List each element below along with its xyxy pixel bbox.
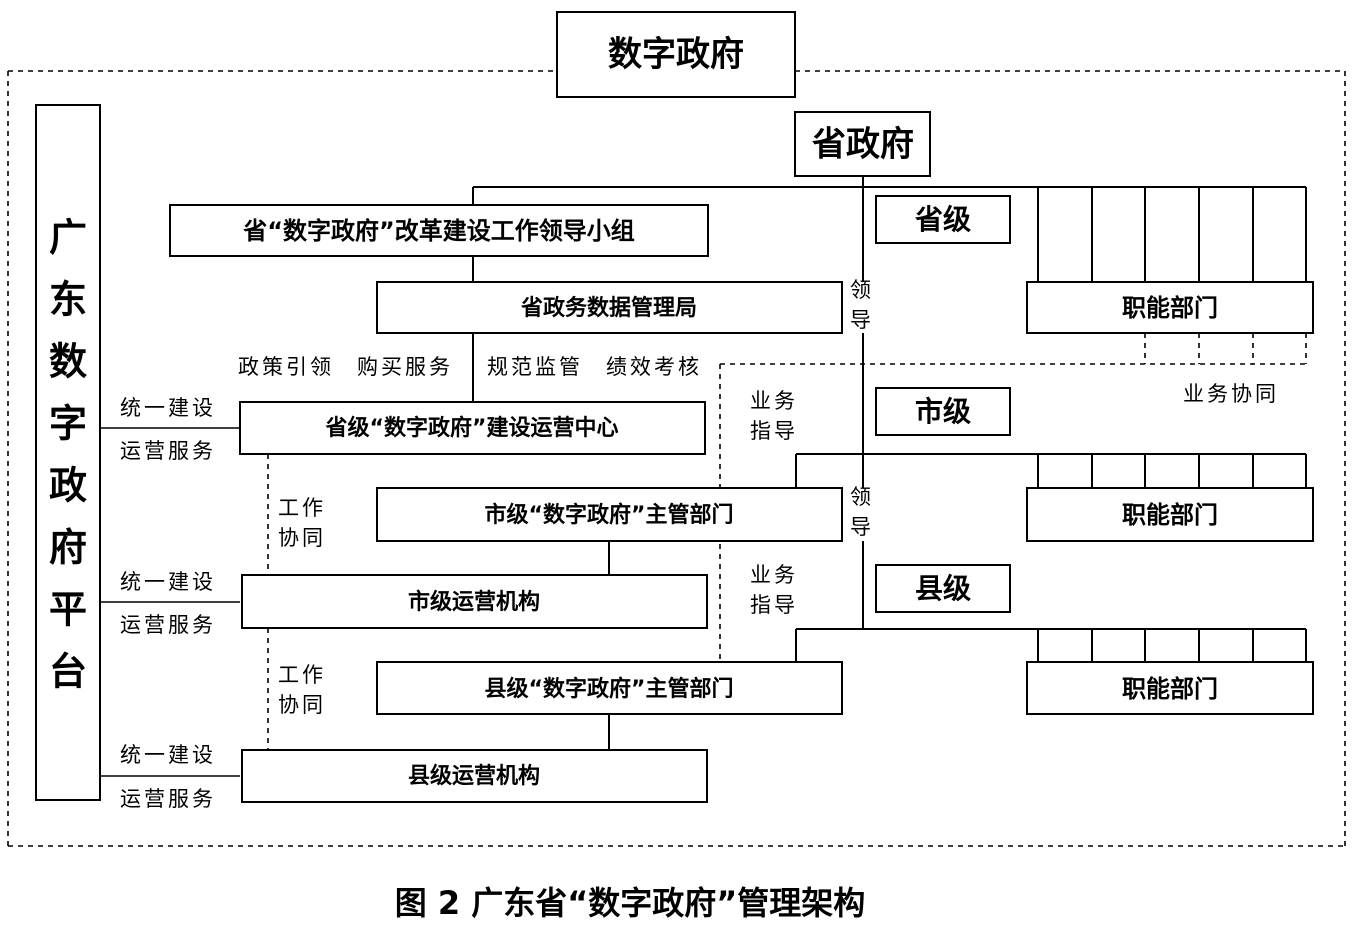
- note-lead-2: 导: [850, 308, 874, 332]
- note-lead-1: 领: [850, 485, 874, 509]
- platform-char: 平: [49, 588, 87, 632]
- level-county-label: 县级: [915, 572, 971, 605]
- title-box: [556, 11, 796, 98]
- platform-char: 广: [49, 216, 87, 260]
- province-center-box: [239, 401, 706, 455]
- note-guide: 指导: [750, 419, 798, 443]
- note-lead-1: 领: [850, 278, 874, 302]
- note-regulate: 规范监管: [487, 355, 583, 379]
- level-city-label: 市级: [915, 395, 971, 428]
- functional-dept-label: 职能部门: [1122, 294, 1218, 322]
- note-purchase: 购买服务: [357, 355, 453, 379]
- note-collab: 协同: [278, 526, 326, 550]
- note-guide: 指导: [750, 593, 798, 617]
- platform-char: 字: [49, 402, 87, 446]
- figure-caption: 图 2 广东省“数字政府”管理架构: [395, 884, 866, 922]
- platform-box: [35, 104, 101, 801]
- city-dept-label: 市级“数字政府”主管部门: [485, 502, 734, 528]
- outer-dashed-frame: [7, 70, 1346, 847]
- leading-group-box: [169, 204, 709, 257]
- province-gov-label: 省政府: [812, 125, 914, 165]
- note-business: 业务: [750, 389, 798, 413]
- county-ops-label: 县级运营机构: [408, 763, 540, 789]
- note-unified-build: 统一建设: [120, 396, 216, 420]
- county-dept-box: [376, 661, 843, 715]
- note-ops-service: 运营服务: [120, 439, 216, 463]
- city-ops-label: 市级运营机构: [408, 589, 540, 615]
- platform-char: 政: [49, 464, 87, 508]
- city-dept-box: [376, 487, 843, 542]
- platform-char: 东: [49, 278, 87, 322]
- connector-lines: [100, 176, 1307, 777]
- functional-dept-label: 职能部门: [1122, 675, 1218, 703]
- note-unified-build: 统一建设: [120, 570, 216, 594]
- functional-dept-label: 职能部门: [1122, 501, 1218, 529]
- platform-char: 台: [49, 650, 87, 694]
- data-bureau-box: [376, 281, 843, 334]
- note-work: 工作: [278, 663, 326, 687]
- note-unified-build: 统一建设: [120, 743, 216, 767]
- note-collab: 协同: [278, 693, 326, 717]
- note-work: 工作: [278, 496, 326, 520]
- note-business: 业务: [750, 563, 798, 587]
- functional-dept-county: [1026, 661, 1314, 715]
- note-ops-service: 运营服务: [120, 613, 216, 637]
- functional-dept-city: [1026, 487, 1314, 542]
- level-county-box: [875, 564, 1011, 613]
- data-bureau-label: 省政务数据管理局: [520, 295, 697, 321]
- note-business-collab: 业务协同: [1183, 382, 1279, 406]
- functional-dept-province: [1026, 281, 1314, 334]
- title-text: 数字政府: [608, 35, 744, 75]
- province-gov-box: [794, 111, 931, 177]
- province-center-label: 省级“数字政府”建设运营中心: [325, 415, 619, 441]
- platform-label: 广 东 数 字 政 府 平 台: [49, 216, 87, 694]
- note-ops-service: 运营服务: [120, 787, 216, 811]
- note-lead-2: 导: [850, 515, 874, 539]
- annotations: 政策引领 购买服务 规范监管 绩效考核 统一建设 运营服务 统一建设 运营服务 …: [120, 278, 1279, 811]
- level-province-box: [875, 195, 1011, 244]
- county-dept-label: 县级“数字政府”主管部门: [485, 676, 734, 702]
- note-performance: 绩效考核: [606, 355, 702, 379]
- city-ops-box: [241, 574, 708, 629]
- note-policy: 政策引领: [238, 355, 334, 379]
- level-province-label: 省级: [915, 203, 971, 236]
- leading-group-label: 省“数字政府”改革建设工作领导小组: [242, 217, 635, 245]
- platform-char: 数: [49, 340, 87, 384]
- platform-char: 府: [49, 526, 87, 570]
- level-city-box: [875, 387, 1011, 436]
- county-ops-box: [241, 749, 708, 803]
